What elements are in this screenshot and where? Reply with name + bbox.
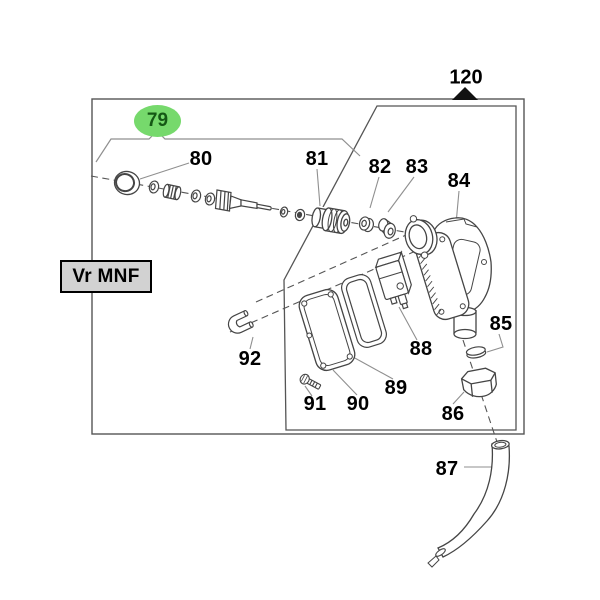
part-83-bushing xyxy=(378,218,396,239)
part-label-85: 85 xyxy=(489,313,513,335)
axis-cover-upper xyxy=(255,230,416,303)
part-88-pump-module xyxy=(374,250,412,310)
part-label-92: 92 xyxy=(238,348,262,370)
part-label-83: 83 xyxy=(405,156,429,178)
part-label-91: 91 xyxy=(303,393,327,415)
part-81-adjuster-knob xyxy=(311,205,351,235)
sub-assembly-box xyxy=(283,105,517,431)
part-label-87: 87 xyxy=(435,458,459,480)
part-89-gasket xyxy=(341,274,387,348)
part-label-89: 89 xyxy=(384,377,408,399)
part-91-screw xyxy=(299,373,322,390)
part-90-cover xyxy=(298,288,356,372)
variant-badge: Vr MNF xyxy=(60,260,152,293)
leader-lines xyxy=(139,162,504,468)
needle-group-washers xyxy=(148,180,216,206)
needle-valve-shaft xyxy=(214,189,272,212)
part-label-86: 86 xyxy=(441,403,465,425)
assembly-marker-triangle-icon xyxy=(452,87,478,100)
mounting-flange xyxy=(404,215,438,259)
part-label-84: 84 xyxy=(447,170,471,192)
knurled-nut xyxy=(162,183,182,201)
part-85-disc xyxy=(465,346,487,359)
variant-badge-label: Vr MNF xyxy=(72,265,140,287)
part-label-80: 80 xyxy=(189,148,213,170)
assembly-callout-120: 120 xyxy=(449,66,483,89)
part-87-tube xyxy=(427,439,511,568)
part-80-seal-ring xyxy=(113,170,141,196)
part-label-82: 82 xyxy=(368,156,392,178)
part-label-88: 88 xyxy=(409,338,433,360)
group-callout-79: 79 xyxy=(134,105,181,137)
part-label-81: 81 xyxy=(305,148,329,170)
needle-group-rings xyxy=(279,206,306,222)
part-82-washer xyxy=(358,216,375,233)
part-label-90: 90 xyxy=(346,393,370,415)
part-84-carburetor-body xyxy=(404,215,492,340)
part-86-hex-cap xyxy=(460,367,497,398)
group-callout-79-label: 79 xyxy=(146,110,169,131)
part-92-clip xyxy=(227,309,254,334)
